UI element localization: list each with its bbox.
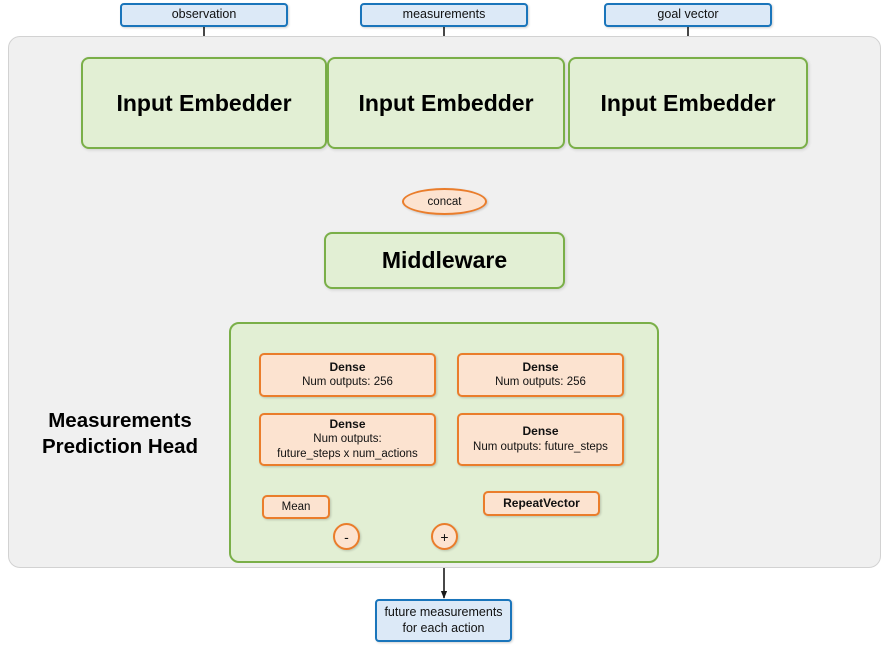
subtract-operator-node[interactable]: - bbox=[333, 523, 360, 550]
input-embedder-observation-label: Input Embedder bbox=[116, 89, 292, 116]
input-embedder-measurements[interactable]: Input Embedder bbox=[327, 57, 565, 149]
dense-node-right-2-outputs: Num outputs: future_steps bbox=[473, 440, 608, 453]
dense-node-left-2-title: Dense bbox=[329, 416, 366, 431]
dense-node-right-2[interactable]: Dense Num outputs: future_steps bbox=[457, 413, 624, 466]
input-node-measurements[interactable]: measurements bbox=[360, 3, 528, 27]
head-label-line1: Measurements bbox=[48, 409, 192, 432]
dense-node-right-1-outputs: Num outputs: 256 bbox=[495, 376, 586, 389]
input-node-goal-vector[interactable]: goal vector bbox=[604, 3, 772, 27]
concat-node-label: concat bbox=[427, 195, 462, 208]
dense-node-right-2-title: Dense bbox=[522, 424, 559, 439]
measurements-prediction-head-label: Measurements Prediction Head bbox=[22, 408, 218, 459]
concat-node[interactable]: concat bbox=[402, 188, 487, 215]
repeat-vector-node[interactable]: RepeatVector bbox=[483, 491, 600, 516]
middleware-node[interactable]: Middleware bbox=[324, 232, 565, 289]
output-node-line1: future measurements bbox=[384, 604, 503, 619]
input-embedder-observation[interactable]: Input Embedder bbox=[81, 57, 327, 149]
output-node-line2: for each action bbox=[402, 620, 485, 635]
middleware-node-label: Middleware bbox=[381, 247, 508, 273]
input-node-measurements-label: measurements bbox=[402, 7, 486, 22]
head-label-line2: Prediction Head bbox=[41, 434, 199, 458]
subtract-operator-label: - bbox=[344, 528, 349, 545]
dense-node-left-2-outputs-label: Num outputs: bbox=[313, 433, 382, 446]
input-node-observation-label: observation bbox=[171, 7, 237, 22]
output-node-future-measurements[interactable]: future measurements for each action bbox=[375, 599, 512, 642]
dense-node-right-1-title: Dense bbox=[522, 359, 559, 374]
mean-node-label: Mean bbox=[281, 500, 311, 513]
mean-node[interactable]: Mean bbox=[262, 495, 330, 519]
repeat-vector-node-label: RepeatVector bbox=[503, 495, 580, 510]
dense-node-right-1[interactable]: Dense Num outputs: 256 bbox=[457, 353, 624, 397]
dense-node-left-1-outputs: Num outputs: 256 bbox=[302, 376, 393, 389]
dense-node-left-2[interactable]: Dense Num outputs: future_steps x num_ac… bbox=[259, 413, 436, 466]
add-operator-node[interactable]: + bbox=[431, 523, 458, 550]
input-node-observation[interactable]: observation bbox=[120, 3, 288, 27]
input-embedder-goal-vector-label: Input Embedder bbox=[600, 89, 776, 116]
input-embedder-measurements-label: Input Embedder bbox=[358, 89, 534, 116]
dense-node-left-2-outputs-value: future_steps x num_actions bbox=[277, 448, 418, 461]
input-embedder-goal-vector[interactable]: Input Embedder bbox=[568, 57, 808, 149]
dense-node-left-1[interactable]: Dense Num outputs: 256 bbox=[259, 353, 436, 397]
add-operator-label: + bbox=[440, 528, 449, 545]
dense-node-left-1-title: Dense bbox=[329, 359, 366, 374]
input-node-goal-vector-label: goal vector bbox=[657, 7, 719, 22]
